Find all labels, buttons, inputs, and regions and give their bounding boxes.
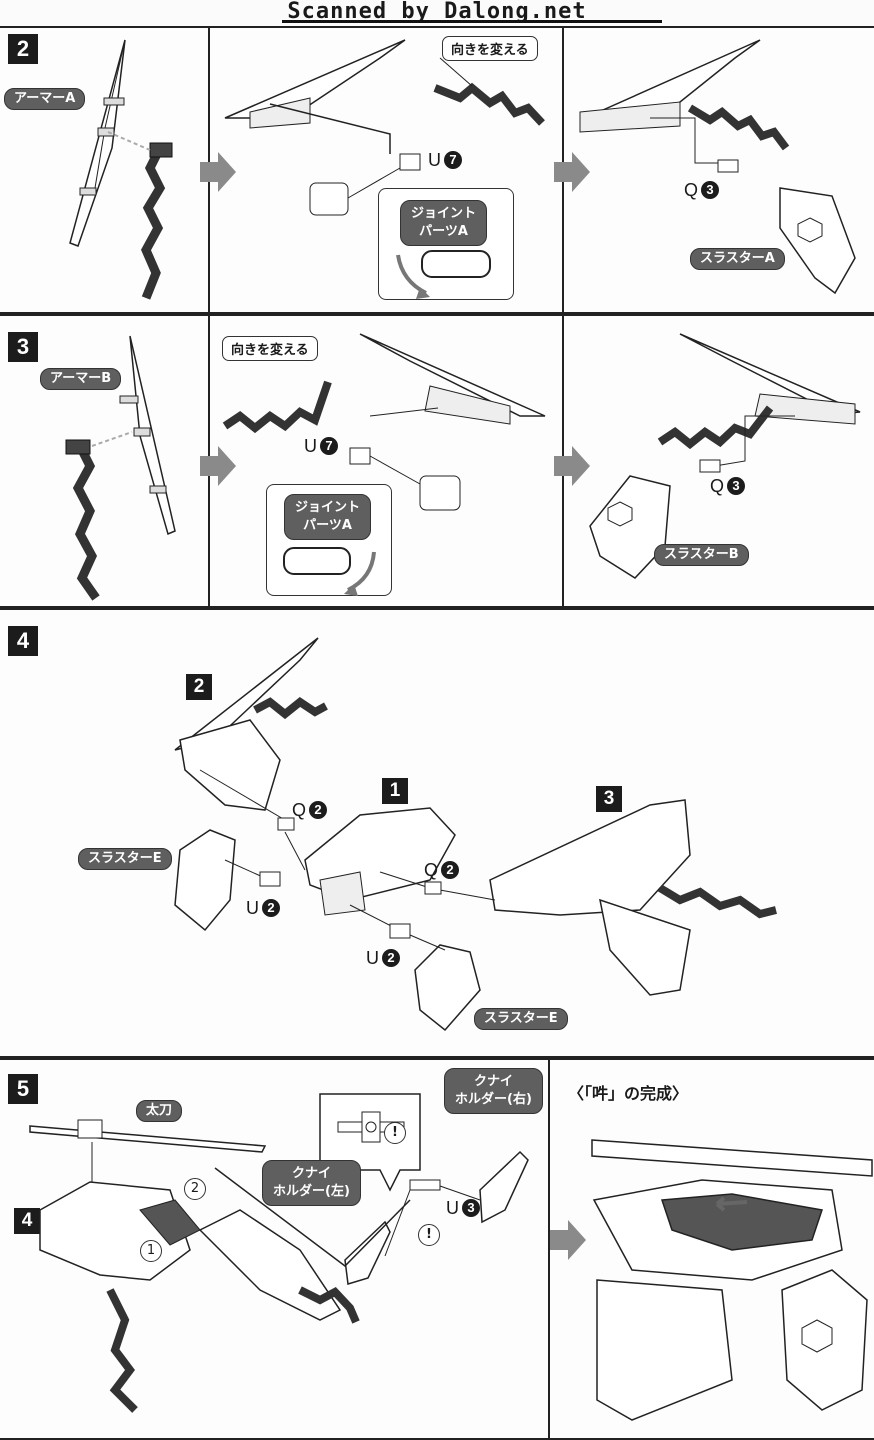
- header-underline: [282, 20, 662, 23]
- next-arrow-icon: [550, 1220, 586, 1260]
- step-order-2: 2: [184, 1178, 206, 1200]
- caution-icon: !: [384, 1122, 406, 1144]
- part-letter: Q: [710, 476, 725, 496]
- thruster-e-label-left: スラスターE: [78, 848, 172, 870]
- step-number: 4: [8, 626, 38, 656]
- kunai-holder-left-label: クナイ ホルダー(左): [262, 1160, 361, 1206]
- next-arrow-icon: [200, 446, 236, 486]
- sub-assembly-ref-1: 1: [382, 778, 408, 804]
- sub-assembly-ref-3: 3: [596, 786, 622, 812]
- step-number: 3: [8, 332, 38, 362]
- joint-label-line2: パーツA: [419, 224, 468, 239]
- armor-a-label: アーマーA: [4, 88, 86, 110]
- joint-label-line1: ジョイント: [411, 206, 477, 221]
- armor-b-label: アーマーB: [40, 368, 122, 390]
- kunai-holder-right-label: クナイ ホルダー(右): [444, 1068, 543, 1114]
- part-number-badge: 7: [320, 437, 338, 455]
- part-letter: Q: [424, 860, 439, 880]
- step-5-panel: 5 4 太刀 1 2 ! ! クナイ ホルダー(右) クナイ ホルダー(左): [0, 1058, 874, 1440]
- holder-label-line1: クナイ: [291, 1166, 331, 1181]
- thruster-b-label: スラスターB: [654, 544, 749, 566]
- thruster-e-label-right: スラスターE: [474, 1008, 568, 1030]
- part-letter: Q: [292, 800, 307, 820]
- panel-divider: [548, 1060, 550, 1438]
- armor-assembly-illustration: [224, 39, 545, 216]
- armor-b-illustration: [65, 335, 176, 601]
- armor-assembly-illustration: [222, 333, 546, 511]
- holder-label-line2: ホルダー(右): [455, 1092, 532, 1107]
- next-arrow-icon: [200, 152, 236, 192]
- turn-direction-label: 向きを変える: [222, 336, 318, 361]
- part-letter: Q: [684, 180, 699, 200]
- next-arrow-icon: [554, 446, 590, 486]
- completion-title: 〈「吽」の完成〉: [568, 1084, 689, 1103]
- joint-part-sketch: [283, 547, 376, 596]
- kunai-holder-assembly-illustration: [29, 1093, 529, 1413]
- part-number-badge: 2: [262, 899, 280, 917]
- step-number: 5: [8, 1074, 38, 1104]
- part-number-badge: 2: [309, 801, 328, 819]
- thruster-a-assembly-illustration: [579, 39, 856, 295]
- holder-label-line2: ホルダー(左): [273, 1184, 350, 1199]
- part-number-badge: 7: [444, 151, 462, 169]
- joint-label-line1: ジョイント: [295, 500, 361, 515]
- joint-label-line2: パーツA: [303, 518, 352, 533]
- scan-credit-header: Scanned by Dalong.net: [287, 0, 587, 24]
- part-letter: U: [428, 150, 441, 170]
- part-letter: U: [246, 898, 259, 918]
- armor-a-illustration: [69, 39, 173, 300]
- completed-model-closeup: [591, 1139, 873, 1421]
- step-number: 2: [8, 34, 38, 64]
- turn-direction-label: 向きを変える: [442, 36, 538, 61]
- holder-label-line1: クナイ: [473, 1074, 513, 1089]
- caution-icon: !: [418, 1224, 440, 1246]
- step-order-1: 1: [140, 1240, 162, 1262]
- part-number-badge: 3: [701, 181, 720, 199]
- part-number-badge: 2: [382, 949, 400, 967]
- part-letter: U: [446, 1198, 459, 1218]
- part-letter: U: [366, 948, 379, 968]
- thruster-a-label: スラスターA: [690, 248, 785, 270]
- part-letter: U: [304, 436, 317, 456]
- sub-assembly-ref-4: 4: [14, 1208, 40, 1234]
- tachi-sword-label: 太刀: [136, 1100, 183, 1122]
- final-body-assembly-illustration: [174, 637, 777, 1032]
- next-arrow-icon: [554, 152, 590, 192]
- joint-part-sketch: [396, 250, 491, 299]
- joint-parts-a-label: ジョイント パーツA: [400, 200, 488, 246]
- part-number-badge: 2: [441, 861, 460, 879]
- sub-assembly-ref-2: 2: [186, 674, 212, 700]
- joint-parts-a-label: ジョイント パーツA: [284, 494, 372, 540]
- part-number-badge: 3: [462, 1199, 480, 1217]
- part-number-badge: 3: [727, 477, 746, 495]
- thruster-b-assembly-illustration: [589, 333, 861, 579]
